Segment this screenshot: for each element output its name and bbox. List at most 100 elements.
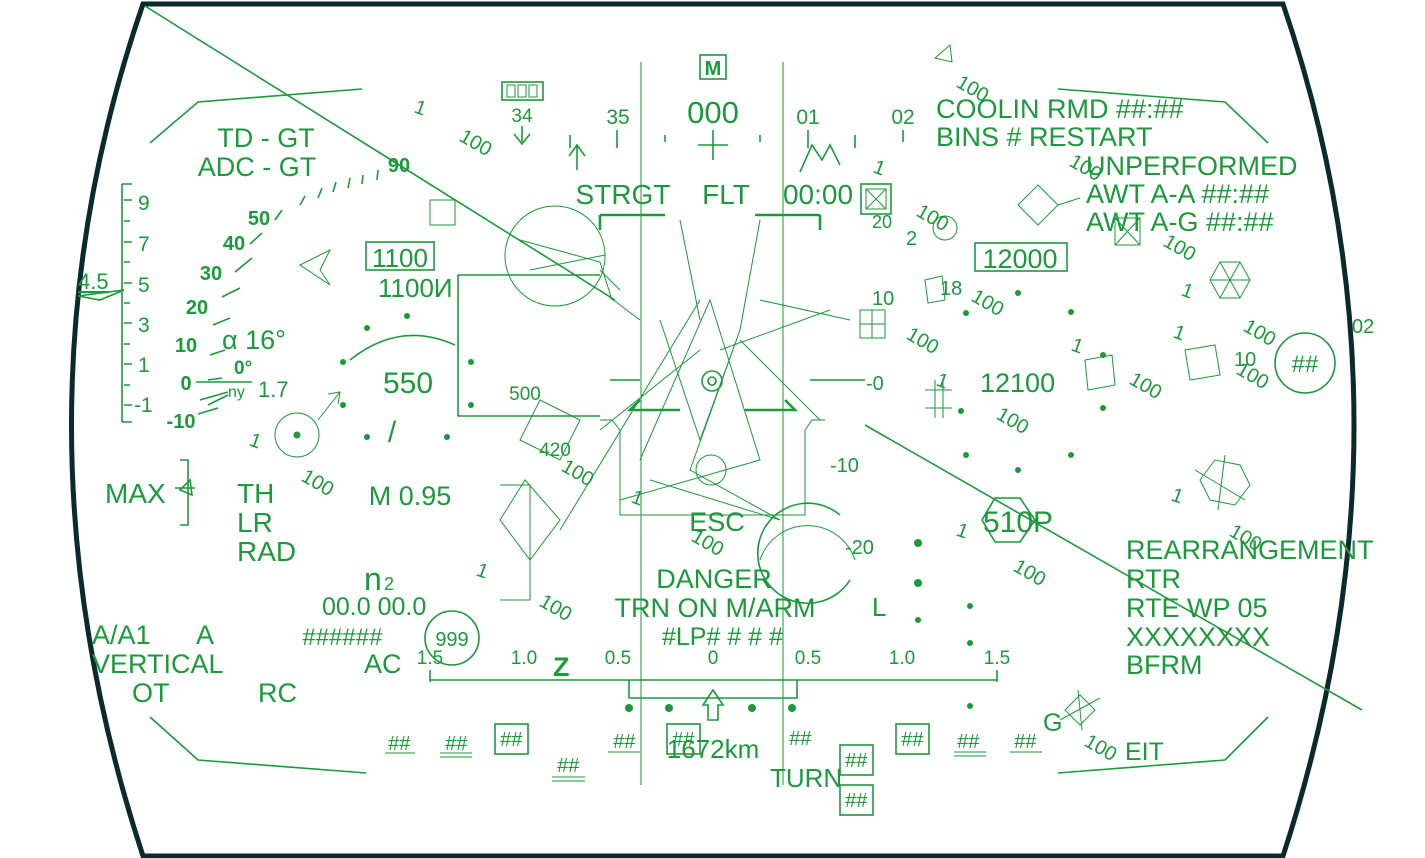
target-02: 02 bbox=[1352, 316, 1374, 338]
center-verticals bbox=[640, 62, 784, 785]
ny-label: ny bbox=[228, 384, 245, 401]
scatter-1-k: 1 bbox=[628, 486, 646, 510]
heading-row-right: 00:00 bbox=[783, 179, 853, 210]
corner-brackets bbox=[149, 88, 1269, 774]
turn-label: TURN bbox=[770, 763, 842, 793]
heading-cross bbox=[698, 130, 728, 160]
zero-deg-label: 0° bbox=[234, 358, 252, 379]
tag-6: ## bbox=[672, 729, 695, 751]
pitch-label-20: 20 bbox=[186, 297, 208, 319]
bottom-tags: ## ## ## ## ## ## ## ## ## ## ## ## bbox=[385, 723, 1042, 816]
scatter-1-i: 1 bbox=[473, 559, 491, 583]
aa1-label: A/A1 bbox=[92, 620, 151, 650]
scale-label-1: 1 bbox=[138, 354, 150, 377]
scale-pointer-icon bbox=[77, 289, 125, 301]
top-left-status: TD - GT ADC - GT bbox=[198, 123, 317, 182]
scale-label-m1: -1 bbox=[134, 394, 153, 417]
rc-label: RC bbox=[258, 678, 297, 708]
scatter-1-d: 1 bbox=[1170, 321, 1188, 345]
scatter-1-f: 1 bbox=[1168, 484, 1186, 508]
unperformed-label: UNPERFORMED bbox=[1086, 151, 1298, 181]
tag-7: ## bbox=[789, 728, 812, 750]
horizon-diagonal bbox=[144, 5, 1363, 711]
ot-label: OT bbox=[132, 678, 170, 708]
alt-box-2-value: 12000 bbox=[982, 244, 1057, 274]
hud-bezel bbox=[69, 1, 1357, 858]
mach-readout: M 0.95 bbox=[369, 481, 452, 511]
scale-1.5-right: 1.5 bbox=[984, 648, 1010, 669]
scale-label-7: 7 bbox=[138, 233, 150, 256]
scatter-100-a: 100 bbox=[456, 125, 496, 161]
bottom-left-status: A/A1 A VERTICAL OT RC ###### AC 999 bbox=[92, 610, 480, 708]
rtr-label: RTR bbox=[1126, 564, 1181, 594]
n2-label: n bbox=[364, 561, 382, 597]
heading-tick-01: 01 bbox=[796, 106, 819, 129]
scale-0.5-right: 0.5 bbox=[795, 648, 821, 669]
scatter-100-j: 100 bbox=[903, 323, 943, 359]
tag-2: ## bbox=[445, 733, 468, 755]
th-label: TH bbox=[237, 478, 274, 509]
scale-pointer-value: 4.5 bbox=[78, 269, 109, 294]
tag-12: ## bbox=[1014, 731, 1037, 753]
scale-label-9: 9 bbox=[138, 192, 150, 215]
alt-sub-2: 12100 bbox=[980, 368, 1055, 398]
tag-11: ## bbox=[957, 731, 980, 753]
scale-0.5-left: 0.5 bbox=[605, 648, 631, 669]
scatter-18: 18 bbox=[940, 278, 962, 300]
lateral-scale: 1.5 1.0 0.5 0 0.5 1.0 1.5 bbox=[417, 648, 1010, 721]
pitch-label-50: 50 bbox=[248, 208, 270, 230]
heading-tick-35: 35 bbox=[606, 106, 629, 129]
right-status: REARRANGEMENT RTR RTE WP 05 XXXXXXXX BFR… bbox=[1126, 535, 1374, 680]
tag-4: ## bbox=[557, 755, 580, 777]
danger-label: DANGER bbox=[656, 564, 772, 594]
altitude-readouts: 1100 1100И 12000 12100 bbox=[365, 241, 1068, 398]
scatter-2: 2 bbox=[906, 228, 917, 250]
z-label: Z bbox=[553, 652, 570, 682]
dot-field bbox=[340, 290, 1106, 712]
scatter-1-b: 1 bbox=[246, 429, 264, 453]
scatter-100-k: 100 bbox=[993, 403, 1033, 439]
heading-down-arrow-icon bbox=[513, 126, 531, 146]
scatter-100-q: 100 bbox=[536, 590, 576, 626]
mark-10: -10 bbox=[830, 455, 859, 477]
alt-box-1 bbox=[365, 241, 435, 271]
pitch-label-30: 30 bbox=[200, 263, 222, 285]
center-clutter bbox=[499, 205, 865, 604]
l-label: L bbox=[872, 592, 886, 622]
tag-9: ## bbox=[845, 790, 868, 812]
td-gt-label: TD - GT bbox=[217, 123, 314, 153]
scatter-1-e: 1 bbox=[1068, 334, 1086, 358]
adc-gt-label: ADC - GT bbox=[198, 152, 317, 182]
box500-value: 500 bbox=[509, 384, 541, 405]
bfrm-label: BFRM bbox=[1126, 650, 1203, 680]
pitch-label-90: 90 bbox=[388, 155, 410, 177]
g-label: G bbox=[1043, 709, 1062, 737]
awt-ag-label: AWT A-G ##:## bbox=[1086, 207, 1274, 237]
scatter-1-j: 1 bbox=[870, 156, 888, 180]
max-label: MAX bbox=[105, 478, 166, 509]
tag-3: ## bbox=[500, 729, 523, 751]
tag-5: ## bbox=[613, 731, 636, 753]
aa1-mode: A bbox=[196, 620, 214, 650]
vertical-label: VERTICAL bbox=[92, 649, 224, 679]
target-code: 510P bbox=[983, 506, 1053, 539]
rad-label: RAD bbox=[237, 536, 296, 567]
pitch-label-m10: -10 bbox=[167, 411, 196, 433]
target-symbols: 510P G EIT ## 02 bbox=[981, 316, 1374, 766]
alt-box-2 bbox=[974, 242, 1068, 272]
bottom-left-circle bbox=[424, 610, 480, 666]
heading-tick-02: 02 bbox=[891, 106, 914, 129]
ac-label: AC bbox=[364, 649, 402, 679]
tag-8: ## bbox=[845, 750, 868, 772]
left-vertical-scale: 9 7 5 3 1 -1 4.5 bbox=[77, 183, 153, 423]
mode-label: M bbox=[705, 58, 722, 80]
lr-label: LR bbox=[237, 507, 273, 538]
scatter-100-g: 100 bbox=[1240, 315, 1280, 351]
speed-readouts: 550 / M 0.95 500 420 bbox=[349, 274, 600, 511]
scale-0: 0 bbox=[708, 648, 719, 669]
tag-10: ## bbox=[901, 729, 924, 751]
scale-1.0-right: 1.0 bbox=[889, 648, 915, 669]
tag-1: ## bbox=[388, 733, 411, 755]
scale-1.5-left: 1.5 bbox=[417, 648, 443, 669]
